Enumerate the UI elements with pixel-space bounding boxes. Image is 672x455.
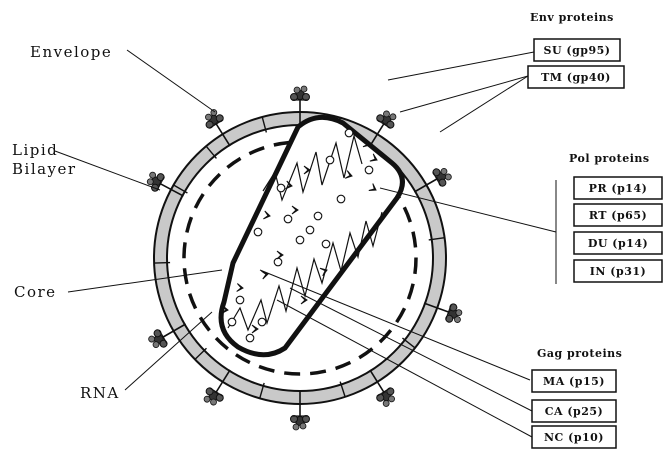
nc-dot	[276, 183, 286, 193]
heading-env-proteins: Env proteins	[530, 11, 614, 24]
pol-box-du: DU (p14)	[573, 231, 663, 255]
tm-stem	[194, 347, 207, 360]
nc-dot	[257, 317, 267, 327]
pol-rt-label: RT (p65)	[589, 209, 647, 222]
tm-stem	[259, 382, 265, 399]
pol-pr-label: PR (p14)	[589, 182, 648, 195]
env-spike	[290, 85, 310, 126]
label-core: Core	[14, 283, 57, 301]
enzyme-chevron	[236, 283, 244, 292]
leader-lines	[54, 49, 557, 438]
enzyme-chevron	[251, 324, 259, 334]
enzyme-chevron	[344, 170, 353, 179]
env-spike	[203, 369, 231, 406]
enzyme-chevron	[300, 295, 308, 305]
nc-dot	[273, 257, 283, 267]
env-spike	[423, 302, 463, 323]
label-lipid-line2: Bilayer	[12, 160, 77, 178]
gag-nc-label: NC (p10)	[544, 431, 604, 444]
heading-gag-proteins: Gag proteins	[537, 347, 622, 360]
tm-stem	[154, 261, 171, 264]
gag-box-nc: NC (p10)	[531, 425, 617, 449]
label-envelope: Envelope	[30, 43, 112, 61]
enzyme-chevron	[362, 138, 371, 148]
env-box-su: SU (gp95)	[533, 38, 621, 62]
pol-box-pr: PR (p14)	[573, 176, 663, 200]
tm-stem	[261, 116, 268, 133]
env-spike	[148, 323, 187, 348]
heading-pol-proteins: Pol proteins	[569, 152, 650, 165]
env-spike	[369, 110, 397, 147]
gag-ma-label: MA (p15)	[543, 375, 605, 388]
enzyme-chevron	[291, 205, 299, 215]
nc-dot	[336, 194, 346, 204]
enzyme-chevron	[303, 165, 311, 175]
tm-stem	[205, 145, 217, 159]
conical-core	[218, 114, 405, 358]
nc-dot	[235, 295, 245, 305]
label-lipid-line1: Lipid	[12, 141, 58, 159]
env-spike	[369, 369, 395, 407]
nc-dot	[313, 211, 323, 221]
env-tm-label: TM (gp40)	[541, 71, 611, 84]
gag-box-ca: CA (p25)	[531, 399, 617, 423]
tm-stem	[173, 184, 188, 194]
enzyme-chevron	[368, 183, 377, 191]
nc-dot	[227, 317, 237, 327]
pol-box-in: IN (p31)	[573, 259, 663, 283]
nc-dot	[305, 225, 315, 235]
env-spike	[290, 390, 310, 431]
nc-dot	[283, 214, 293, 224]
enzyme-chevron	[221, 305, 229, 314]
enzyme-chevron	[263, 210, 271, 220]
env-spike	[413, 168, 452, 193]
pol-in-label: IN (p31)	[590, 265, 646, 278]
nucleocapsid-dots	[227, 128, 374, 343]
nc-dot	[253, 227, 263, 237]
nc-dot	[364, 165, 374, 175]
enzyme-chevron	[261, 270, 269, 280]
env-box-tm: TM (gp40)	[527, 65, 625, 89]
pol-box-rt: RT (p65)	[573, 203, 663, 227]
gag-ca-label: CA (p25)	[545, 405, 604, 418]
nc-dot	[325, 155, 335, 165]
enzyme-chevron	[276, 250, 284, 260]
gag-box-ma: MA (p15)	[531, 369, 617, 393]
tm-stem	[402, 337, 416, 349]
pol-du-label: DU (p14)	[588, 237, 648, 250]
enzyme-chevron	[285, 180, 293, 190]
nc-dot	[245, 333, 255, 343]
enzyme-markers	[221, 138, 378, 334]
tm-stem	[339, 381, 346, 398]
env-su-label: SU (gp95)	[544, 44, 611, 57]
tm-stem	[428, 236, 445, 241]
nc-dot	[344, 128, 354, 138]
nc-dot	[321, 239, 331, 249]
enzyme-chevron	[319, 267, 328, 277]
enzyme-chevron	[369, 153, 378, 162]
nc-dot	[295, 235, 305, 245]
label-rna: RNA	[80, 384, 120, 402]
